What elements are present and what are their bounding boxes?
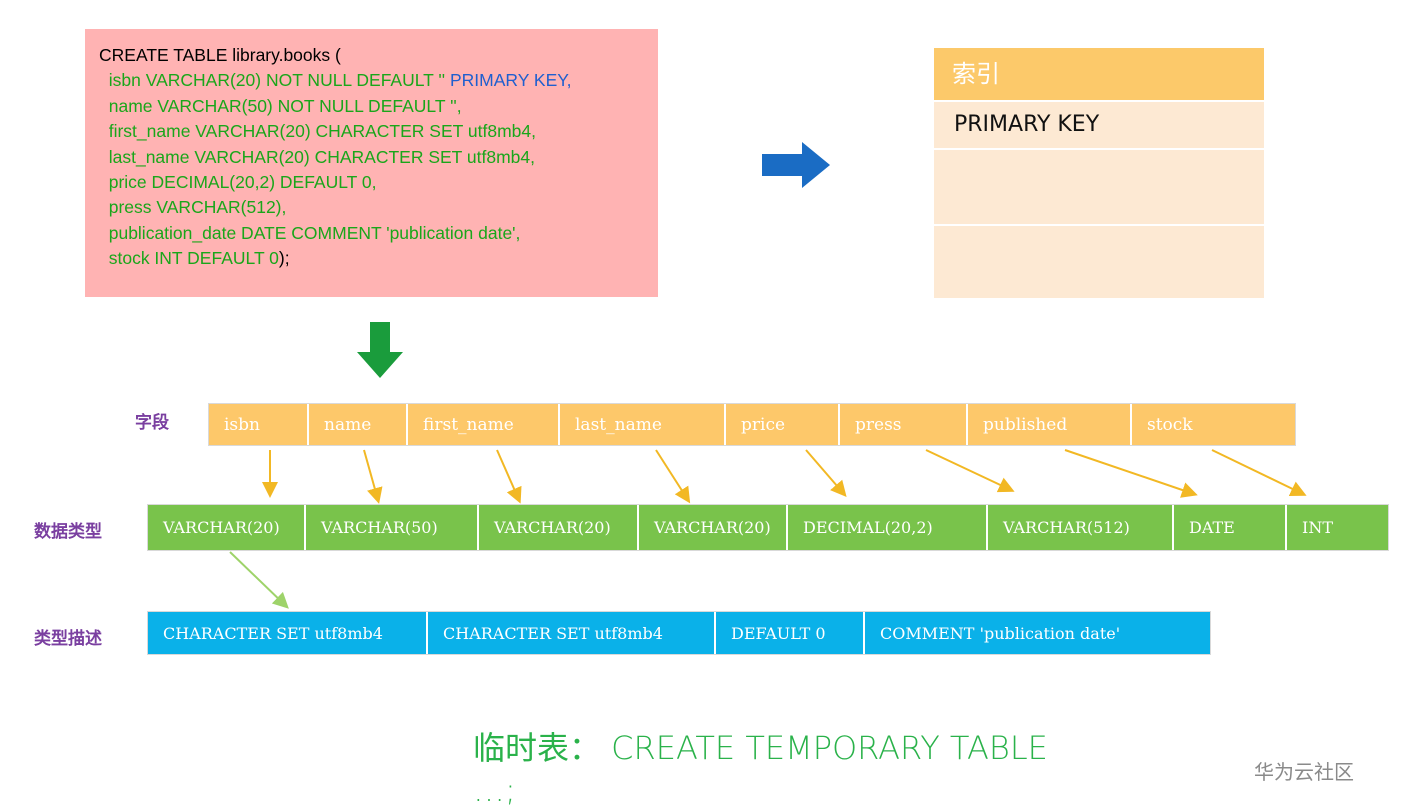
type-cell-published: DATE (1174, 505, 1287, 550)
data-types-row: VARCHAR(20) VARCHAR(50) VARCHAR(20) VARC… (147, 504, 1389, 551)
fields-label: 字段 (135, 413, 169, 433)
connector-stock (1211, 449, 1307, 496)
field-cell-published: published (968, 404, 1132, 445)
type-cell-price: DECIMAL(20,2) (788, 505, 988, 550)
sql-column-line: name VARCHAR(50) NOT NULL DEFAULT '', (99, 95, 462, 116)
sql-isbn-line: isbn VARCHAR(20) NOT NULL DEFAULT '' PRI… (99, 68, 658, 93)
temporary-table-note-line2: …; (473, 771, 516, 809)
type-cell-press: VARCHAR(512) (988, 505, 1174, 550)
index-table: 索引 PRIMARY KEY (934, 48, 1264, 298)
sql-close-paren: ); (278, 248, 290, 269)
fields-row: isbn name first_name last_name price pre… (208, 403, 1296, 446)
sql-create-line: CREATE TABLE library.books ( (99, 45, 341, 65)
index-row (934, 148, 1264, 224)
field-cell-isbn: isbn (209, 404, 309, 445)
connector-published (1064, 449, 1198, 498)
field-cell-first-name: first_name (408, 404, 560, 445)
desc-cell-last-name: CHARACTER SET utf8mb4 (428, 612, 716, 654)
connector-varchar-desc (229, 551, 289, 609)
field-cell-price: price (726, 404, 840, 445)
sql-stock-def: stock INT DEFAULT 0 (99, 248, 279, 269)
type-cell-isbn: VARCHAR(20) (148, 505, 306, 550)
sql-column-line: publication_date DATE COMMENT 'publicati… (99, 222, 521, 243)
field-cell-last-name: last_name (560, 404, 726, 445)
connector-price (805, 449, 847, 498)
desc-cell-first-name: CHARACTER SET utf8mb4 (148, 612, 428, 654)
watermark: 华为云社区 (1254, 760, 1354, 784)
connector-first-name (496, 449, 522, 504)
index-row (934, 224, 1264, 298)
arrow-right-icon (762, 142, 830, 188)
type-descriptions-label: 类型描述 (34, 629, 102, 649)
sql-isbn-def: isbn VARCHAR(20) NOT NULL DEFAULT '' (99, 70, 450, 91)
data-types-label: 数据类型 (34, 522, 102, 542)
connector-press (925, 449, 1015, 493)
arrow-down-icon (357, 322, 403, 378)
sql-primary-key: PRIMARY KEY, (449, 70, 572, 91)
desc-cell-published: COMMENT 'publication date' (865, 612, 1210, 654)
sql-column-line: first_name VARCHAR(20) CHARACTER SET utf… (99, 121, 536, 142)
field-cell-stock: stock (1132, 404, 1295, 445)
index-row: PRIMARY KEY (934, 100, 1264, 148)
connector-last-name (655, 449, 691, 504)
temporary-table-note: 临时表： CREATE TEMPORARY TABLE …; (473, 727, 1113, 811)
field-cell-name: name (309, 404, 408, 445)
desc-cell-price: DEFAULT 0 (716, 612, 865, 654)
type-cell-last-name: VARCHAR(20) (639, 505, 788, 550)
type-cell-stock: INT (1287, 505, 1388, 550)
type-cell-first-name: VARCHAR(20) (479, 505, 639, 550)
sql-column-line: last_name VARCHAR(20) CHARACTER SET utf8… (99, 146, 536, 167)
sql-code-block: CREATE TABLE library.books ( isbn VARCHA… (85, 29, 658, 297)
sql-column-line: price DECIMAL(20,2) DEFAULT 0, (99, 172, 377, 193)
type-cell-name: VARCHAR(50) (306, 505, 479, 550)
index-header: 索引 (934, 48, 1264, 100)
sql-stock-line: stock INT DEFAULT 0); (99, 246, 658, 271)
connector-name (363, 449, 383, 504)
field-cell-press: press (840, 404, 968, 445)
type-descriptions-row: CHARACTER SET utf8mb4 CHARACTER SET utf8… (147, 611, 1211, 655)
temporary-table-note-line1: 临时表： CREATE TEMPORARY TABLE (473, 729, 1048, 767)
sql-column-line: press VARCHAR(512), (99, 197, 287, 218)
